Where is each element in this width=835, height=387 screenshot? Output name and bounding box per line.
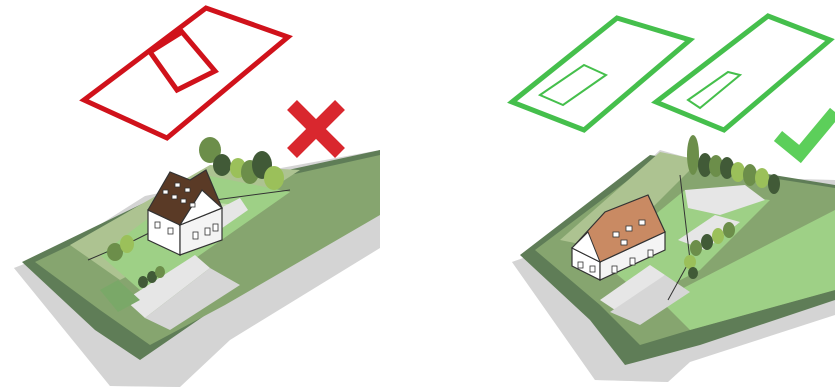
plot-plan-outline-good bbox=[507, 13, 835, 133]
front-bed bbox=[100, 280, 140, 312]
roof-windows bbox=[162, 182, 196, 208]
trees-good bbox=[684, 135, 780, 279]
house-gable bbox=[178, 189, 224, 227]
tree bbox=[701, 234, 713, 250]
tree bbox=[743, 164, 757, 186]
open-lawn bbox=[660, 210, 835, 330]
tree bbox=[768, 174, 780, 194]
site-ground-good bbox=[512, 150, 835, 382]
tree bbox=[709, 155, 723, 177]
tree bbox=[199, 137, 221, 163]
wall-windows bbox=[577, 249, 654, 274]
tree bbox=[213, 154, 231, 176]
house-footprint-2 bbox=[686, 70, 743, 110]
driveway-front bbox=[600, 265, 665, 312]
panel-bad bbox=[14, 5, 380, 387]
house-footprint bbox=[146, 28, 219, 94]
tree bbox=[720, 157, 734, 179]
house-footprint-1 bbox=[537, 63, 609, 107]
shrub bbox=[155, 266, 165, 278]
house-gable bbox=[571, 231, 601, 264]
wall-windows bbox=[154, 221, 219, 240]
site-ground-bad bbox=[14, 150, 380, 387]
check-icon bbox=[773, 107, 835, 164]
driveway-front bbox=[125, 255, 210, 318]
cross-icon bbox=[287, 100, 345, 158]
back-patio bbox=[685, 185, 765, 215]
shrub bbox=[138, 276, 148, 288]
shrub bbox=[688, 267, 698, 279]
tree bbox=[687, 135, 699, 175]
tree bbox=[698, 153, 712, 177]
shrub bbox=[147, 271, 157, 283]
plot-boundary-2 bbox=[651, 13, 835, 133]
panel-good bbox=[507, 13, 835, 382]
parking-pad bbox=[610, 275, 690, 325]
house-bad bbox=[147, 169, 224, 256]
tree bbox=[120, 235, 134, 253]
tree bbox=[723, 222, 735, 238]
tree bbox=[755, 168, 769, 188]
tree bbox=[690, 240, 702, 256]
house-good bbox=[571, 194, 666, 281]
tree bbox=[684, 255, 696, 269]
plot-boundary bbox=[79, 5, 293, 141]
tree bbox=[712, 228, 724, 244]
trees-bad bbox=[107, 137, 284, 288]
tree bbox=[107, 243, 123, 261]
plot-boundary-1 bbox=[507, 15, 696, 133]
parking-pad bbox=[145, 268, 240, 330]
tree bbox=[731, 162, 745, 182]
roof-windows bbox=[612, 219, 646, 246]
plot-plan-outline-bad bbox=[79, 5, 293, 141]
tree bbox=[264, 166, 284, 190]
